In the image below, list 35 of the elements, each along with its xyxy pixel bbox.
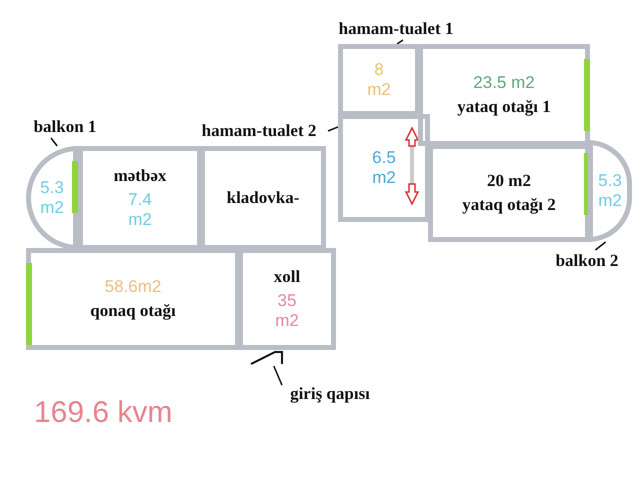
bedroom-area [428,144,590,242]
leader-line [396,39,404,45]
bedroom-area [418,44,590,146]
door-label: giriş qapısı [282,383,378,405]
room-label: qonaq otağı [90,301,176,321]
kitchen-area [78,146,202,250]
area-label: 35 m2 [274,291,300,331]
area-label: 23.5 m2 [473,73,535,93]
room-label: kladovka- [226,188,300,208]
balcony-area [26,146,78,250]
storage-room-area [200,146,326,250]
area-label: 5.3 m2 [39,178,65,218]
area-label: 7.4 m2 [127,190,153,230]
area-label: 8 m2 [366,60,392,100]
balcony-area [588,140,632,242]
total-area-label: 169.6 kvm [34,396,172,430]
room-label: yataq otağı 2 [462,195,556,215]
area-label: 58.6m2 [104,277,162,297]
bathroom-area [338,44,420,116]
area-label: 6.5 m2 [371,148,397,188]
area-label: 5.3 m2 [597,171,623,211]
leader-line [328,126,338,132]
room-label: hamam-tualet 1 [326,18,466,40]
leader-line [594,241,606,251]
room-label: hamam-tualet 2 [190,120,328,142]
leader-line [273,366,283,386]
hall-area [238,248,336,350]
room-label: yataq otağı 1 [457,97,551,117]
room-label: balkon 2 [545,250,629,272]
leader-line [50,138,58,146]
room-label: balkon 1 [30,116,100,138]
room-label: 20 m2 [487,171,531,191]
room-label: mətbəx [114,166,166,186]
room-label: xoll [274,267,300,287]
living-room-area [26,248,240,350]
